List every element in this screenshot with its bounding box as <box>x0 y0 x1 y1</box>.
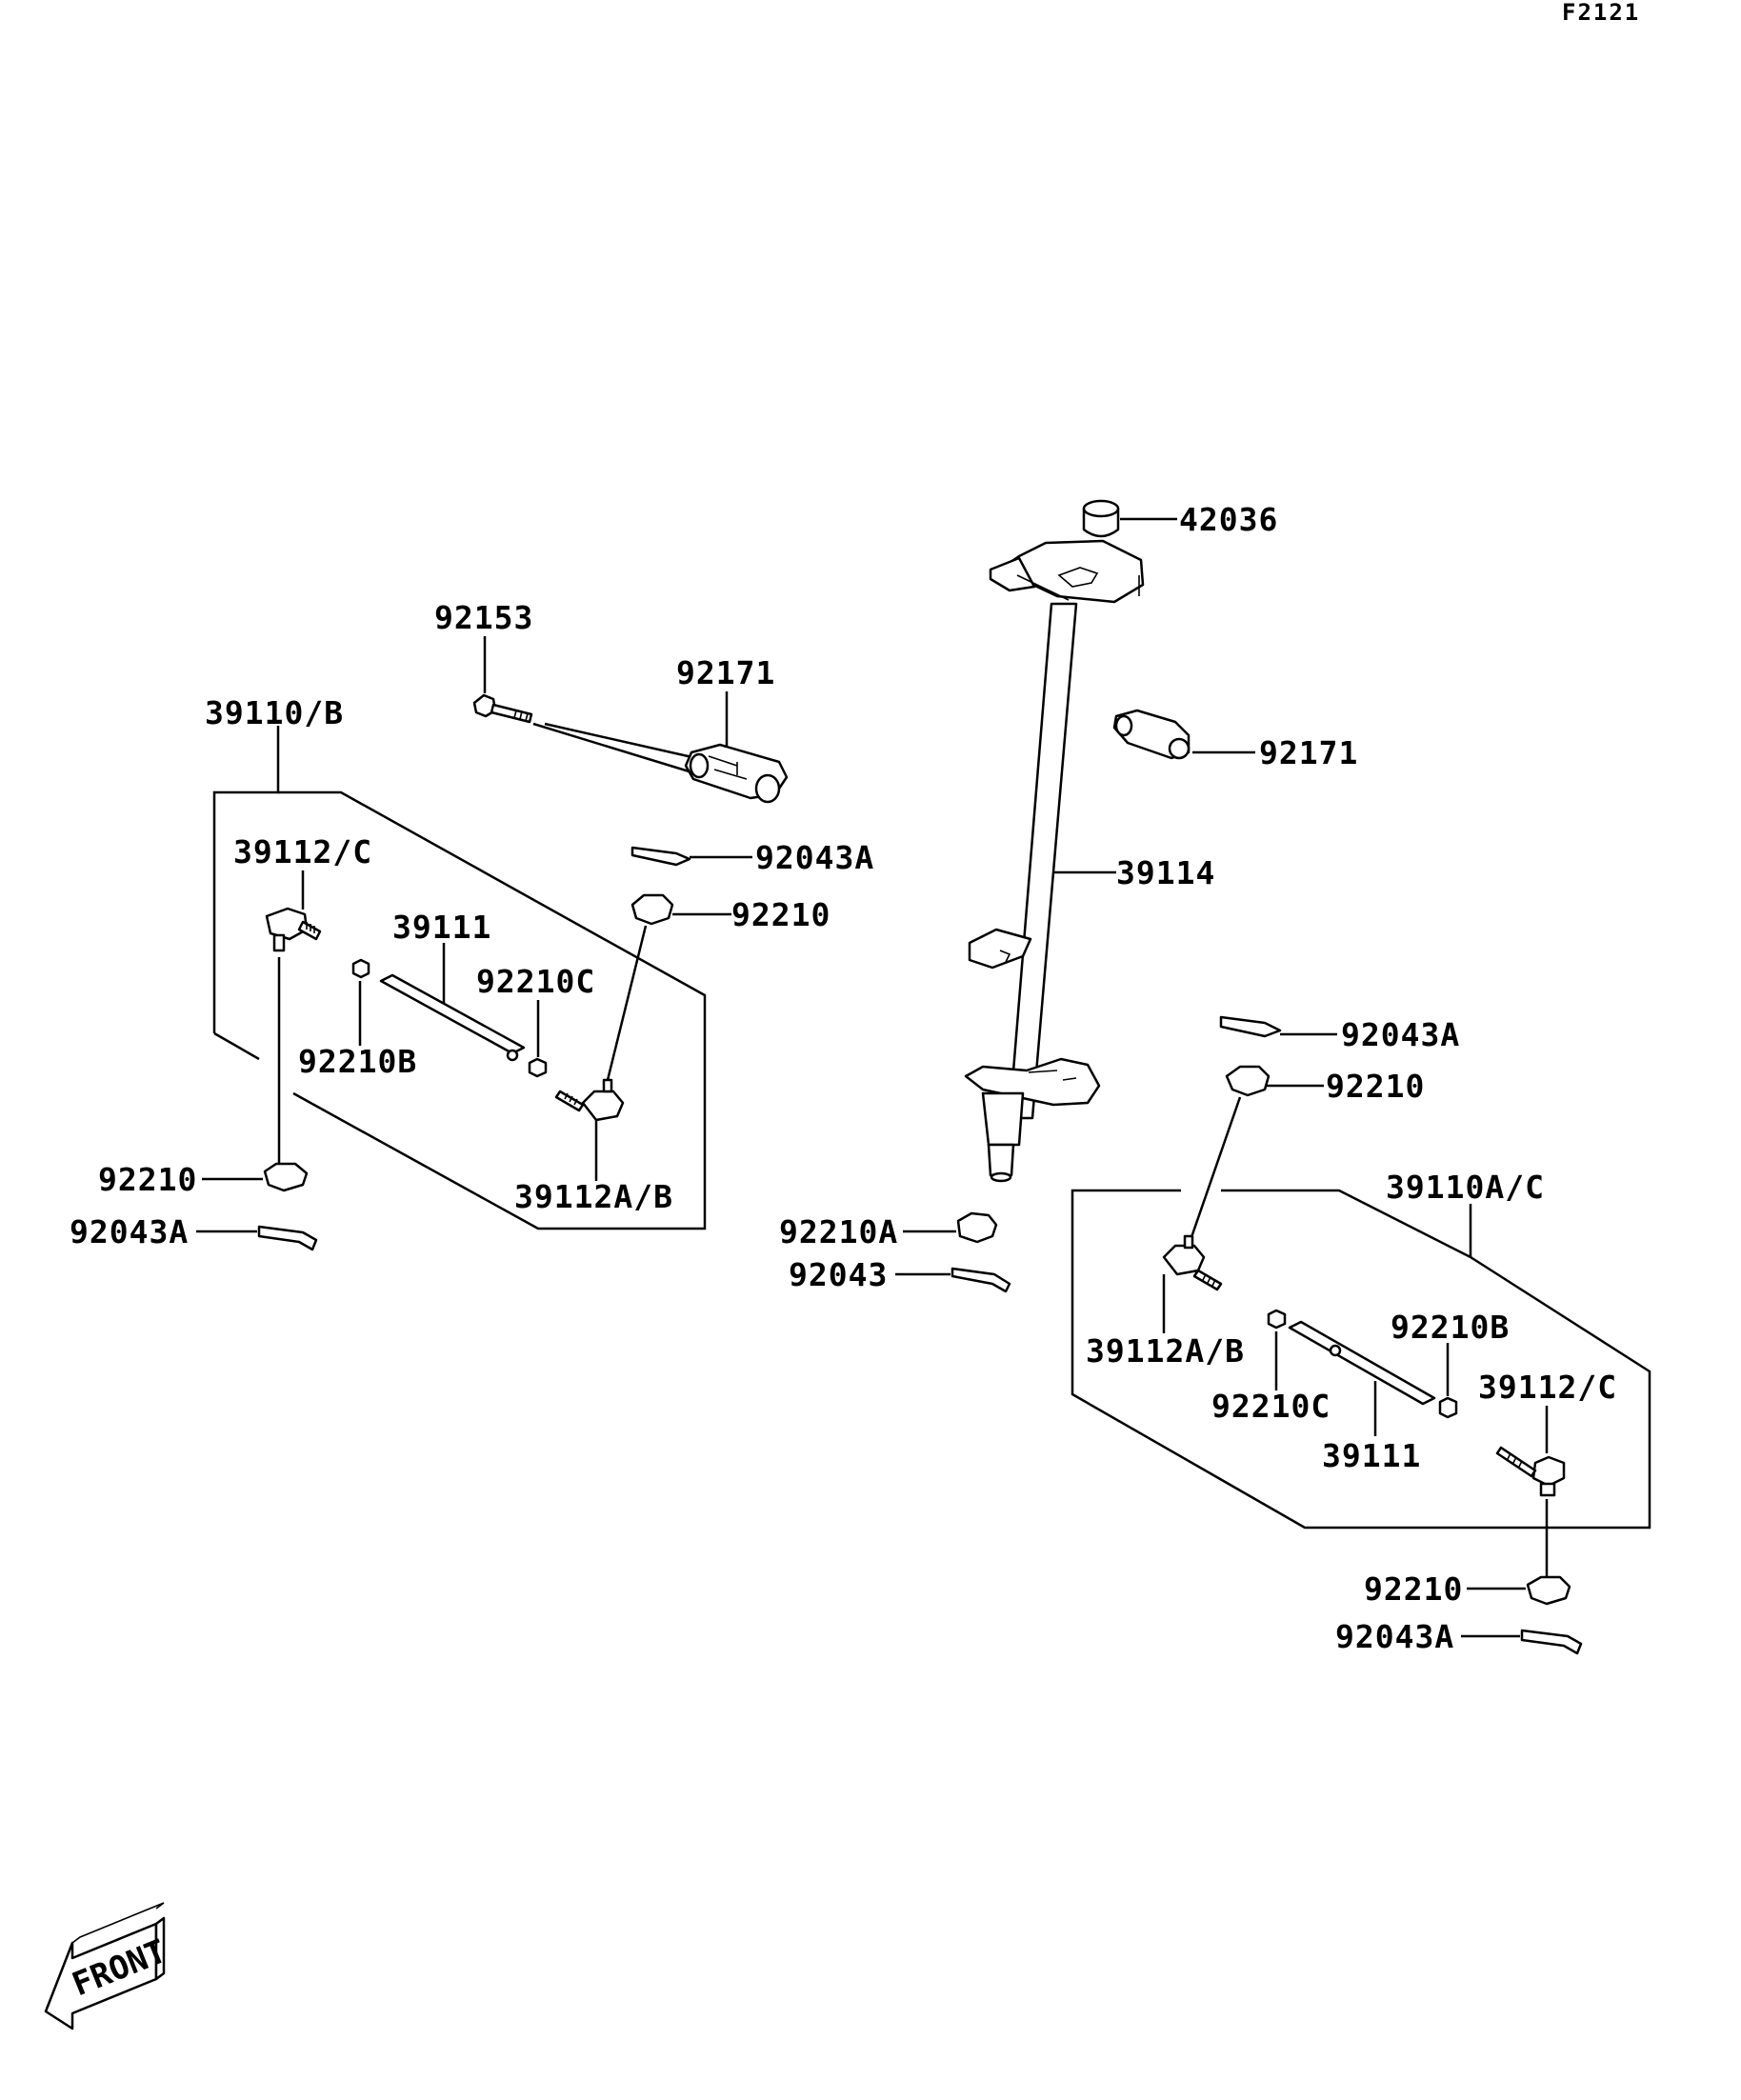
label-92210b-right: 92210B <box>1391 1309 1510 1346</box>
front-arrow: FRONT <box>44 1902 171 2030</box>
shaft-middle-bracket <box>968 928 1032 970</box>
label-92210b-left: 92210B <box>298 1043 417 1080</box>
clamp-group: 92153 92171 <box>434 599 789 804</box>
nut-92210a <box>956 1211 998 1244</box>
label-92210-right-top: 92210 <box>1326 1068 1425 1105</box>
bracket-39110ac-left <box>1071 1189 1651 1530</box>
leader-92210-left-top-down <box>606 925 648 1081</box>
bracket-39110ac-top <box>1221 1189 1471 1259</box>
nut-92210-left-top <box>630 893 674 926</box>
nut-92210b-right <box>1438 1396 1458 1419</box>
clamp-92171-right <box>1112 709 1191 760</box>
label-92043a-left-top: 92043A <box>755 839 874 876</box>
nut-92210c-right <box>1267 1309 1287 1330</box>
label-39111-left: 39111 <box>392 909 491 946</box>
label-92171-right: 92171 <box>1259 734 1358 771</box>
nut-92210b-left <box>351 958 370 979</box>
cotter-pin-92043a-left-bottom <box>257 1225 318 1251</box>
bracket-39110b-left <box>212 726 280 1033</box>
bushing-42036 <box>1082 499 1120 538</box>
label-92043a-right-top: 92043A <box>1341 1016 1460 1053</box>
ball-joint-39112c-right <box>1495 1446 1566 1497</box>
label-42036: 42036 <box>1179 501 1278 538</box>
tie-rod-39111-left <box>379 973 526 1055</box>
label-39110ac: 39110A/C <box>1386 1169 1545 1206</box>
bracket-39110b-right <box>278 790 707 1230</box>
label-92210a: 92210A <box>779 1213 898 1250</box>
label-39114: 39114 <box>1116 854 1215 891</box>
label-92210c-right: 92210C <box>1211 1388 1331 1425</box>
bolt-92153 <box>472 693 533 724</box>
label-92043: 92043 <box>789 1256 888 1293</box>
label-39110b: 39110/B <box>205 694 344 731</box>
label-92043a-left-bottom: 92043A <box>70 1213 189 1250</box>
label-39111-right: 39111 <box>1322 1437 1421 1474</box>
label-39112c-right: 39112/C <box>1478 1369 1617 1406</box>
label-92153: 92153 <box>434 599 533 636</box>
label-92171-top: 92171 <box>676 654 775 691</box>
cotter-pin-92043a-right-top <box>1219 1015 1282 1038</box>
shaft-lower-arm <box>964 1057 1101 1183</box>
left-tie-rod-group: 39110/B 39112/C 92210B 39111 92210C <box>70 694 874 1251</box>
nut-92210c-left <box>528 1057 548 1078</box>
label-39112ab-left: 39112A/B <box>514 1178 673 1215</box>
label-39112ab-right: 39112A/B <box>1086 1332 1245 1370</box>
bracket-39110b-gap <box>213 1031 260 1061</box>
label-92210c-left: 92210C <box>476 963 595 1000</box>
nut-92210-right-bottom <box>1526 1575 1571 1606</box>
label-92043a-right-bottom: 92043A <box>1335 1618 1454 1655</box>
ball-joint-39112c-left <box>265 907 322 952</box>
ball-joint-39112ab-left <box>554 1078 625 1122</box>
cotter-pin-92043a-left-top <box>630 846 691 867</box>
diagram-code: F2121 <box>1562 0 1640 26</box>
steering-shaft-group: 42036 39114 92171 <box>779 499 1358 1293</box>
clamp-92171-top <box>684 743 789 804</box>
tie-rod-39111-right <box>1288 1320 1436 1406</box>
nut-92210-left-bottom <box>263 1162 309 1192</box>
leader-bolt-to-clamp-b <box>532 722 696 775</box>
cotter-pin-92043a-right-bottom <box>1520 1629 1583 1655</box>
leader-bolt-to-clamp-a <box>544 722 706 762</box>
ball-joint-39112ab-right <box>1162 1234 1223 1291</box>
label-92210-left-bottom: 92210 <box>98 1161 197 1198</box>
label-92210-right-bottom: 92210 <box>1364 1570 1463 1608</box>
leader-92210-right-top-down <box>1189 1096 1242 1241</box>
cotter-pin-92043 <box>951 1267 1011 1293</box>
label-39112c-left: 39112/C <box>233 833 372 870</box>
nut-92210-right-top <box>1225 1065 1271 1097</box>
right-tie-rod-group: 92043A 92210 39110A/C 39112A/B 92210C 39… <box>1071 1015 1651 1655</box>
top-plate <box>989 539 1145 604</box>
label-92210-left-top: 92210 <box>731 896 830 933</box>
shaft-39114 <box>1008 602 1078 1120</box>
